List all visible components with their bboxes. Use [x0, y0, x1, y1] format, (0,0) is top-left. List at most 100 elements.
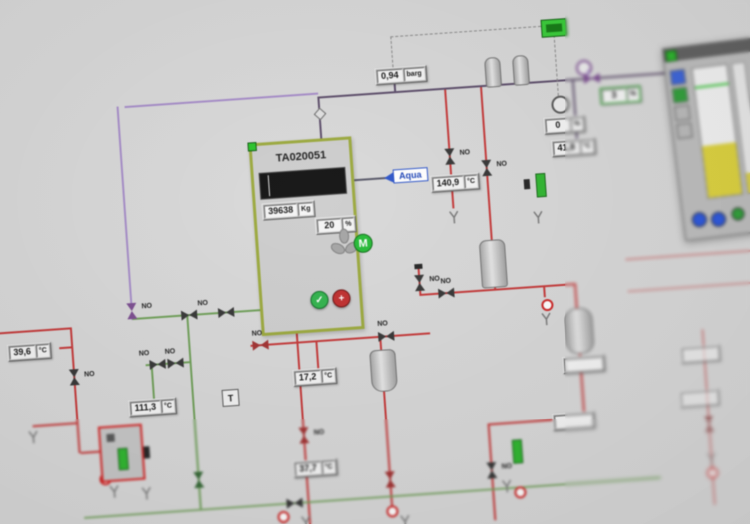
drain-icon: [28, 430, 38, 444]
valve-right-down[interactable]: [486, 462, 497, 479]
valve-red-mid[interactable]: [438, 288, 455, 299]
readout-unit: barg: [403, 67, 426, 82]
pipe-pressure-tap: [393, 83, 397, 92]
valve-green-feed-b[interactable]: [218, 307, 235, 318]
inline-fitting-icon: [313, 107, 327, 121]
readout-temp-left[interactable]: 39,6 °C: [6, 341, 53, 362]
pipe-red-left-drain: [32, 422, 77, 428]
readout-temp-feed[interactable]: 140,9 °C: [430, 172, 481, 193]
readout-unit: °C: [463, 174, 479, 189]
valve-drum-out[interactable]: [385, 471, 396, 488]
readout-unit: %: [626, 87, 640, 102]
status-led-icon: [665, 49, 678, 63]
readout-value: 39638: [263, 203, 298, 219]
tank-TA020051-panel[interactable]: TA020051 39638 Kg 20 % M ✓ +: [247, 136, 374, 337]
confirm-button[interactable]: ✓: [309, 290, 330, 310]
valve-tank-bottom[interactable]: [298, 427, 309, 444]
pipe-red-vesselB-in: [573, 283, 578, 309]
valve-green-down[interactable]: [193, 471, 204, 488]
faceplate-auto-button[interactable]: [671, 86, 689, 104]
relief-device-indicator[interactable]: [540, 18, 568, 38]
drain-icon: [533, 210, 543, 224]
readout-unreadable[interactable]: [552, 411, 596, 431]
readout-value: 0: [545, 118, 571, 133]
valve-feed2[interactable]: [481, 160, 492, 177]
drain-drum[interactable]: [369, 348, 399, 393]
valve-state-label: NO: [377, 320, 389, 328]
faceplate-titlebar[interactable]: [662, 36, 750, 63]
faceplate-window[interactable]: [661, 35, 750, 242]
separator-vessel[interactable]: [478, 238, 509, 289]
tank-level-bar: [258, 166, 348, 200]
drain-icon: [109, 485, 119, 498]
valve-green-pair-b[interactable]: [167, 358, 184, 369]
signal-line-drop-left: [390, 36, 394, 68]
valve-drum-line[interactable]: [378, 331, 395, 342]
hand-valve-icon: [143, 446, 151, 459]
pump-icon: [106, 433, 115, 443]
valve-green-bottom[interactable]: [286, 498, 303, 509]
pipe-red-tank-bottom: [295, 327, 312, 524]
readout-controller-output[interactable]: 3 %: [599, 85, 642, 105]
readout-temp-bottom[interactable]: 37,7 °C: [292, 458, 339, 479]
faceplate-ok-button[interactable]: [730, 206, 746, 222]
valve-red-mid-stub[interactable]: [414, 275, 425, 292]
drain-icon: [541, 312, 551, 326]
readout-unreadable[interactable]: [679, 344, 721, 364]
valve-left-column[interactable]: [69, 369, 80, 386]
readout-temp-bottom-center[interactable]: 17,2 °C: [292, 366, 338, 387]
readout-value: 39,6: [9, 344, 36, 360]
readout-unit: °C: [35, 343, 51, 358]
stream-label-aqua[interactable]: Aqua: [392, 167, 428, 184]
readout-pressure-top[interactable]: 0,94 barg: [374, 64, 428, 86]
readout-unit: °C: [160, 399, 176, 414]
faceplate-button[interactable]: [676, 122, 693, 140]
pipe-green-bottom: [84, 476, 661, 519]
valve-feed1[interactable]: [444, 148, 455, 165]
readout-value: 0,94: [376, 68, 404, 84]
filter-vessel-1[interactable]: [484, 56, 503, 88]
add-button[interactable]: +: [331, 288, 352, 309]
valve-under-tank[interactable]: [252, 340, 269, 351]
receiver-vessel[interactable]: [563, 306, 595, 355]
pipe-red-device-stub: [80, 450, 100, 454]
gauge-fill: [702, 142, 743, 198]
valve-state-label: NO: [496, 160, 508, 169]
setpoint-marker-icon: [694, 82, 729, 89]
alarm-indicator: [706, 466, 719, 480]
agitator-fan-icon: [330, 228, 359, 255]
faceplate-button[interactable]: [673, 104, 691, 122]
valve-state-label: NO: [197, 299, 209, 308]
valve-state-label: NO: [138, 349, 150, 358]
readout-temp-top-right[interactable]: 41,8 °C: [550, 137, 597, 158]
readout-value: 111,3: [130, 400, 161, 416]
pump-unit-alarm-frame[interactable]: [97, 423, 146, 483]
transmitter-tag[interactable]: T: [221, 388, 240, 407]
readout-temp-mid-left[interactable]: 111,3 °C: [128, 397, 178, 418]
selection-marker-icon: [247, 141, 257, 152]
valve-green-feed-a[interactable]: [181, 310, 198, 321]
agitator-motor-button[interactable]: M: [353, 233, 374, 254]
valve-green-pair-a[interactable]: [149, 359, 166, 370]
hand-valve-icon: [523, 179, 531, 190]
readout-value: 140,9: [432, 175, 464, 191]
faceplate-mode-button[interactable]: [669, 68, 687, 86]
valve-far-right[interactable]: [704, 416, 715, 433]
pipe-red-drum-out: [382, 389, 394, 507]
filter-vessel-2[interactable]: [511, 54, 531, 86]
tank-weight-readout[interactable]: 39638 Kg: [261, 200, 317, 221]
readout-value: 41,8: [553, 140, 580, 156]
valve-purple-left[interactable]: [126, 303, 137, 320]
pipe-red-left-down: [69, 327, 81, 454]
readout-unit: °C: [321, 460, 337, 475]
tank-title: TA020051: [275, 149, 327, 165]
readout-unreadable[interactable]: [562, 354, 606, 375]
readout-valve-position[interactable]: 0 %: [543, 115, 586, 135]
readout-unreadable[interactable]: [678, 388, 720, 409]
drain-icon: [706, 452, 716, 466]
signal-line-drop-right: [553, 34, 559, 96]
faceplate-reject-button[interactable]: [710, 210, 727, 228]
faceplate-accept-button[interactable]: [691, 211, 708, 229]
drain-icon: [400, 514, 410, 524]
